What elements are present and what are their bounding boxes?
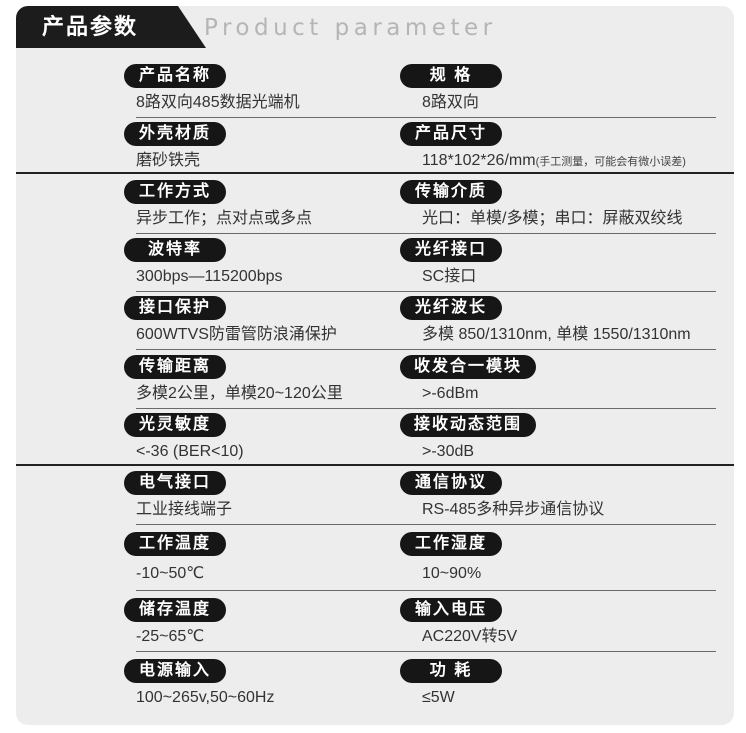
- param-value-left: 100~265v,50~60Hz: [136, 689, 275, 706]
- param-value-right: 多模 850/1310nm, 单模 1550/1310nm: [422, 326, 691, 343]
- param-label-right: 传输介质: [400, 180, 502, 204]
- param-value-right: >-6dBm: [422, 385, 479, 402]
- param-label-right: 工作湿度: [400, 532, 502, 556]
- param-value-left: 8路双向485数据光端机: [136, 94, 300, 111]
- param-label-left: 储存温度: [124, 598, 226, 622]
- param-label-left: 电源输入: [124, 659, 226, 683]
- param-label-left: 接口保护: [124, 296, 226, 320]
- param-value-left: 多模2公里，单模20~120公里: [136, 385, 343, 402]
- param-value-left: 工业接线端子: [136, 501, 233, 518]
- param-label-left: 波特率: [124, 238, 226, 262]
- param-label-left: 工作温度: [124, 532, 226, 556]
- param-label-right: 功 耗: [400, 659, 502, 683]
- param-label-right: 光纤波长: [400, 296, 502, 320]
- param-label-right: 输入电压: [400, 598, 502, 622]
- param-label-left: 电气接口: [124, 471, 226, 495]
- param-value-right: AC220V转5V: [422, 628, 518, 645]
- row-separator: [136, 349, 716, 350]
- param-label-right: 收发合一模块: [400, 355, 536, 379]
- param-label-right: 通信协议: [400, 471, 502, 495]
- section-header: 产品参数 Product parameter: [16, 6, 734, 48]
- param-label-right: 光纤接口: [400, 238, 502, 262]
- row-separator: [136, 408, 716, 409]
- param-value-left: 600WTVS防雷管防浪涌保护: [136, 326, 337, 343]
- section-divider: [16, 464, 734, 466]
- header-title-en: Product parameter: [204, 15, 497, 41]
- param-label-right: 接收动态范围: [400, 413, 536, 437]
- parameter-panel: 产品参数 Product parameter 产品名称 8路双向485数据光端机…: [16, 6, 734, 725]
- row-separator: [136, 291, 716, 292]
- param-value-right: SC接口: [422, 268, 477, 285]
- param-label-left: 产品名称: [124, 64, 226, 88]
- param-value-left: -25~65℃: [136, 628, 205, 645]
- param-value-left: 磨砂铁壳: [136, 152, 201, 169]
- param-label-left: 光灵敏度: [124, 413, 226, 437]
- param-value-left: 异步工作；点对点或多点: [136, 210, 313, 227]
- param-label-left: 外壳材质: [124, 122, 226, 146]
- header-black-tab: [16, 6, 206, 48]
- size-note: (手工测量，可能会有微小误差): [535, 156, 686, 168]
- param-value-left: 300bps—115200bps: [136, 268, 283, 285]
- param-value-right: 8路双向: [422, 94, 479, 111]
- size-value: 118*102*26/mm: [422, 152, 536, 169]
- row-separator: [136, 233, 716, 234]
- param-label-right: 规 格: [400, 64, 502, 88]
- param-value-right: ≤5W: [422, 689, 455, 706]
- row-separator: [136, 524, 716, 525]
- row-separator: [136, 117, 716, 118]
- param-label-left: 传输距离: [124, 355, 226, 379]
- param-label-right: 产品尺寸: [400, 122, 502, 146]
- row-separator: [136, 651, 716, 652]
- header-title-cn: 产品参数: [42, 14, 139, 39]
- param-value-right: >-30dB: [422, 443, 475, 460]
- param-value-right: RS-485多种异步通信协议: [422, 501, 605, 518]
- param-value-right: 10~90%: [422, 565, 482, 582]
- row-separator: [136, 590, 716, 591]
- param-value-left: -10~50℃: [136, 565, 205, 582]
- param-label-left: 工作方式: [124, 180, 226, 204]
- section-divider: [16, 172, 734, 174]
- param-value-left: <-36 (BER<10): [136, 443, 244, 460]
- param-value-right: 光口：单模/多模；串口：屏蔽双绞线: [422, 210, 683, 227]
- param-value-right: 118*102*26/mm(手工测量，可能会有微小误差): [422, 149, 686, 173]
